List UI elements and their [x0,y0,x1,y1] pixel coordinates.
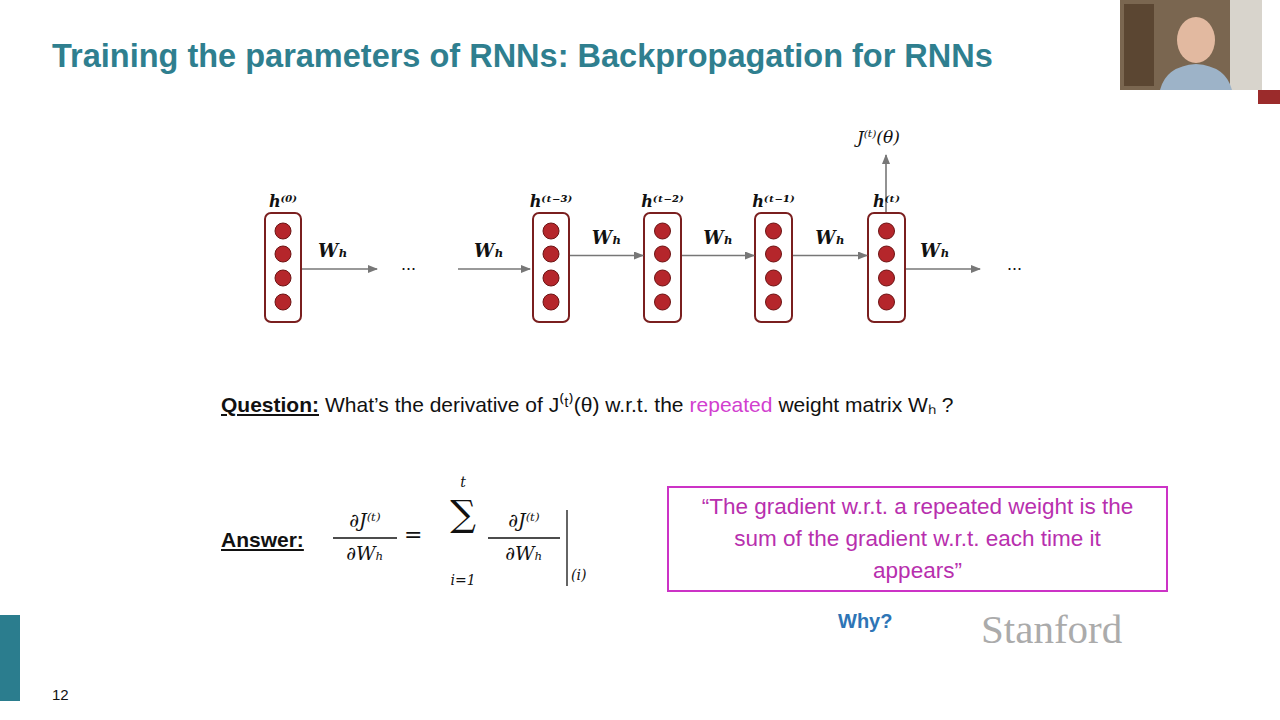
neuron [543,246,559,262]
neuron [879,246,895,262]
neuron [275,294,291,310]
recurrent-arrow [793,255,867,257]
hidden-state-vector: h⁽ᵗ⁻²⁾ [643,212,682,323]
numerator: ∂J⁽ᵗ⁾ [484,509,564,531]
neuron [766,223,782,239]
neuron [655,294,671,310]
neuron [766,246,782,262]
question-text: What’s the derivative of J⁽ᵗ⁾(θ) w.r.t. … [325,390,684,418]
neuron [655,270,671,286]
weight-label: Wₕ [474,240,504,261]
hidden-state-vector: h⁽ᵗ⁻¹⁾ [754,212,793,323]
neuron [766,294,782,310]
weight-label: Wₕ [815,227,845,248]
evaluation-bar [566,510,567,586]
question-text: weight matrix Wₕ ? [778,390,953,418]
denominator: ∂Wₕ [325,542,405,564]
watermark: Stanford [981,605,1122,653]
corner-mark [1258,90,1280,104]
hidden-state-vector: h⁽ᵗ⁾ [867,212,906,323]
neuron [879,223,895,239]
bookshelf [1124,4,1154,86]
state-label: h⁽ᵗ⁻³⁾ [530,192,573,211]
neuron-column [645,214,680,321]
neuron [543,270,559,286]
neuron [655,223,671,239]
hidden-state-vector: h⁽⁰⁾ [264,212,302,323]
neuron [879,294,895,310]
highlight-word: repeated [690,393,773,417]
webcam-feed [1120,0,1280,104]
dangling-arrow [458,268,530,270]
fraction-bar [488,537,560,538]
neuron [766,270,782,286]
state-label: h⁽⁰⁾ [269,192,297,211]
weight-label: Wₕ [592,227,622,248]
weight-label: Wₕ [920,240,950,261]
dangling-arrow [906,268,980,270]
face [1177,17,1215,63]
evaluation-index: (i) [571,567,586,583]
ellipsis: ... [401,254,416,275]
neuron-column [266,214,300,321]
state-label: h⁽ᵗ⁻¹⁾ [752,192,795,211]
neuron [275,223,291,239]
neuron-column [756,214,791,321]
neuron [275,270,291,286]
ellipsis: ... [1007,254,1022,275]
quote-text: “The gradient w.r.t. a repeated weight i… [689,491,1146,587]
weight-label: Wₕ [318,240,348,261]
neuron [275,246,291,262]
neuron [543,294,559,310]
neuron-column [534,214,568,321]
question-prompt: Why? [838,610,892,633]
shirt [1160,64,1232,90]
neuron [655,246,671,262]
weight-label: Wₕ [703,227,733,248]
sum-upper-limit: t [448,474,478,490]
wall [1230,0,1262,90]
neuron-column [869,214,904,321]
numerator: ∂J⁽ᵗ⁾ [325,509,405,531]
webcam-background [1120,0,1262,90]
quote-box: “The gradient w.r.t. a repeated weight i… [667,486,1168,592]
recurrent-arrow [570,255,643,257]
neuron [543,223,559,239]
question-heading: Question: [221,393,319,417]
side-bar [0,615,20,701]
page-number: 12 [52,686,69,703]
hidden-state-vector: h⁽ᵗ⁻³⁾ [532,212,570,323]
fraction-bar [333,537,397,538]
sum-lower-limit: i=1 [443,572,483,588]
state-label: h⁽ᵗ⁾ [873,192,900,211]
equals-sign: = [404,522,422,547]
neuron [879,270,895,286]
recurrent-arrow [682,255,754,257]
answer-heading: Answer: [221,528,304,552]
state-label: h⁽ᵗ⁻²⁾ [641,192,684,211]
slide-title: Training the parameters of RNNs: Backpro… [52,38,993,75]
sum-symbol: ∑ [443,496,483,532]
loss-label: J⁽ᵗ⁾(θ) [857,127,900,147]
denominator: ∂Wₕ [484,542,564,564]
question-row: Question:What’s the derivative of J⁽ᵗ⁾(θ… [221,390,959,418]
dangling-arrow [302,268,377,270]
